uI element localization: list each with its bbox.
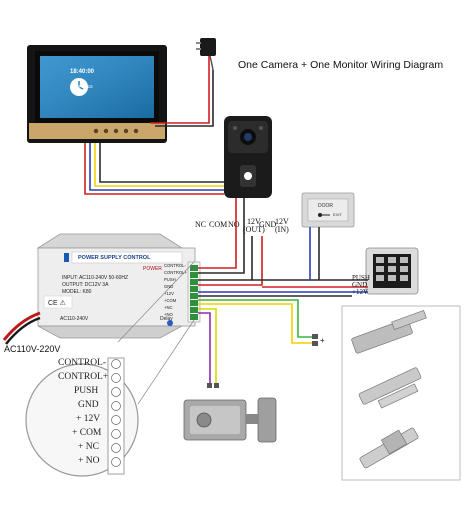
psu-terminal-label: CONTROL-: [164, 263, 186, 268]
exit-button: [301, 192, 355, 228]
power-supply-input: INPUT: AC110-240V 50-60HZ: [62, 275, 129, 281]
electric-rim-lock: [183, 397, 277, 443]
label-nc: NC: [195, 220, 207, 229]
power-supply-model: MODEL: K80: [62, 289, 92, 295]
keypad-access-control: [365, 247, 419, 295]
bolt-lock-icon: [358, 367, 422, 409]
magnified-terminal-label: CONTROL+: [58, 372, 109, 382]
magnified-terminal-label: + 12V: [76, 414, 101, 424]
keypad-wire-12v: +12V: [352, 288, 369, 296]
monitor-camera-cable: [84, 56, 224, 195]
magnified-terminal-label: PUSH: [74, 386, 99, 396]
psu-terminal-label: CONTROL+: [164, 270, 187, 275]
power-adapter-icon: [196, 38, 216, 71]
keypad-wire-gnd: GND: [352, 281, 368, 289]
monitor-date: 2018-11-16: [70, 84, 93, 89]
monitor-button-icon: [103, 128, 109, 134]
magnified-terminal-label: + COM: [72, 428, 102, 438]
psu-terminal-label: PUSH: [164, 277, 176, 282]
power-supply-box: CE ⚠: [36, 233, 201, 339]
magnified-terminal-label: CONTROL-: [58, 358, 107, 368]
label-no: NO: [228, 220, 240, 229]
magnetic-lock-icon: [351, 309, 427, 354]
label-12v-in-line2: (IN): [275, 225, 289, 234]
power-supply-brand: POWER SUPPLY CONTROL: [78, 255, 151, 261]
wire-connector-icon: [207, 334, 318, 388]
power-supply-wires: [2, 198, 368, 383]
monitor-button-icon: [93, 128, 99, 134]
psu-terminal-label: +NO: [164, 312, 173, 317]
psu-terminal-label: GND: [164, 284, 174, 289]
delay-label: Delay: [160, 316, 173, 322]
monitor-time: 18:40:00: [70, 69, 95, 75]
magnified-terminal-label: GND: [78, 400, 99, 410]
door-camera: [224, 116, 272, 198]
exit-button-text: DOOR: [318, 203, 333, 209]
magnified-terminal-label: + NO: [78, 456, 100, 466]
exit-button-subtext: EXIT: [333, 212, 342, 217]
label-12v-in-line1: 12V: [275, 217, 289, 226]
monitor-button-icon: [123, 128, 129, 134]
call-button-icon: [244, 172, 252, 180]
label-gnd: GND: [259, 220, 277, 229]
monitor-button-icon: [113, 128, 119, 134]
ac-input-label: AC110V-220V: [4, 344, 61, 354]
label-12v-out-line1: 12V: [247, 217, 261, 226]
label-12v-out: 12V (OUT): [243, 218, 265, 234]
psu-terminal-label: +COM: [164, 298, 177, 303]
label-12v-in: 12V (IN): [275, 218, 289, 234]
label-com: COM: [209, 220, 228, 229]
key-icon: [318, 213, 322, 217]
magnified-terminal-label: + NC: [78, 442, 99, 452]
power-supply-side-text: AC110-240V: [60, 316, 89, 322]
power-indicator-label: POWER: [143, 266, 162, 272]
svg-text:CE ⚠: CE ⚠: [48, 299, 66, 307]
connector-plus-label: +: [320, 336, 325, 345]
monitor-button-icon: [133, 128, 139, 134]
label-12v-out-line2: (OUT): [243, 225, 265, 234]
psu-terminal-label: +12V: [164, 291, 174, 296]
psu-terminal-label: +NC: [164, 305, 173, 310]
keypad-wire-push: PUSH: [352, 274, 370, 282]
strike-lock-icon: [359, 427, 419, 469]
power-supply-output: OUTPUT: DC12V 3A: [62, 282, 109, 288]
video-monitor: [27, 45, 167, 143]
diagram-title: One Camera + One Monitor Wiring Diagram: [238, 59, 444, 71]
lock-options-panel: [341, 305, 461, 481]
terminal-magnifier: [25, 261, 195, 477]
